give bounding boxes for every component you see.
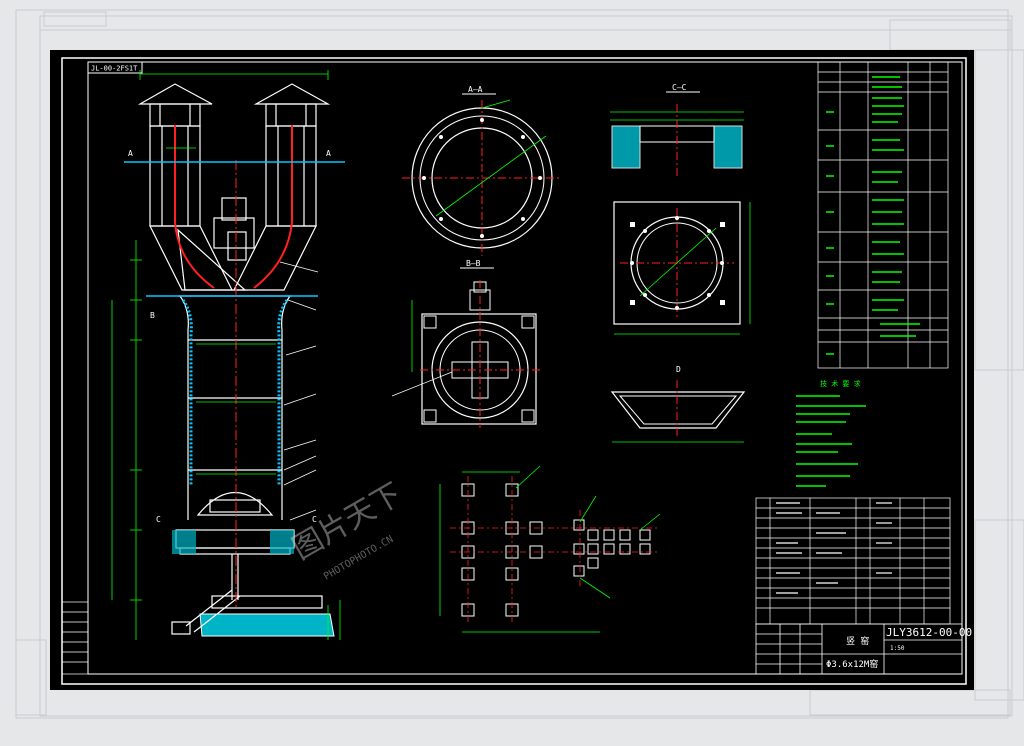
parts-table-upper: [817, 61, 949, 369]
drawing-number: JLY3612-00-00: [886, 626, 972, 639]
kiln-elevation: A A B C C: [111, 70, 345, 640]
drawing-name: Φ3.6x12M窑: [826, 658, 878, 670]
view-d: D: [610, 365, 746, 443]
bom-table: [755, 497, 951, 625]
title-block-name: 竖 窑: [846, 635, 869, 647]
inner-border: [87, 61, 963, 675]
code-box: [87, 61, 143, 74]
view-b-b: B—B: [391, 259, 540, 428]
bom-table-text: [776, 502, 892, 594]
section-mark-b-left: B: [150, 311, 155, 320]
parts-table-upper-text: [826, 76, 920, 355]
revision-table: [61, 601, 89, 675]
view-d-label: D: [676, 365, 681, 374]
view-c-c-label: C—C: [672, 83, 687, 92]
view-a-a-label: A—A: [468, 85, 483, 94]
tech-requirements-title: 技 术 要 求: [820, 379, 861, 388]
title-block: [755, 623, 963, 675]
section-mark-c-right: C: [312, 515, 317, 524]
view-a-a: A—A: [402, 85, 562, 256]
section-mark-a-left: A: [128, 149, 133, 158]
view-c-c: C—C: [610, 83, 751, 335]
drawing-code: JL-00-2FS1T: [91, 65, 138, 73]
sheet-border: [61, 57, 967, 685]
section-mark-a-right: A: [326, 149, 331, 158]
foundation: [172, 530, 335, 637]
section-mark-c-left: C: [156, 515, 161, 524]
view-b-b-label: B—B: [466, 259, 481, 268]
drawing-scale: 1:50: [890, 645, 905, 652]
foundation-plan: [439, 465, 661, 633]
background-sheet: [15, 9, 1024, 719]
technical-requirements: 技 术 要 求: [796, 379, 866, 487]
